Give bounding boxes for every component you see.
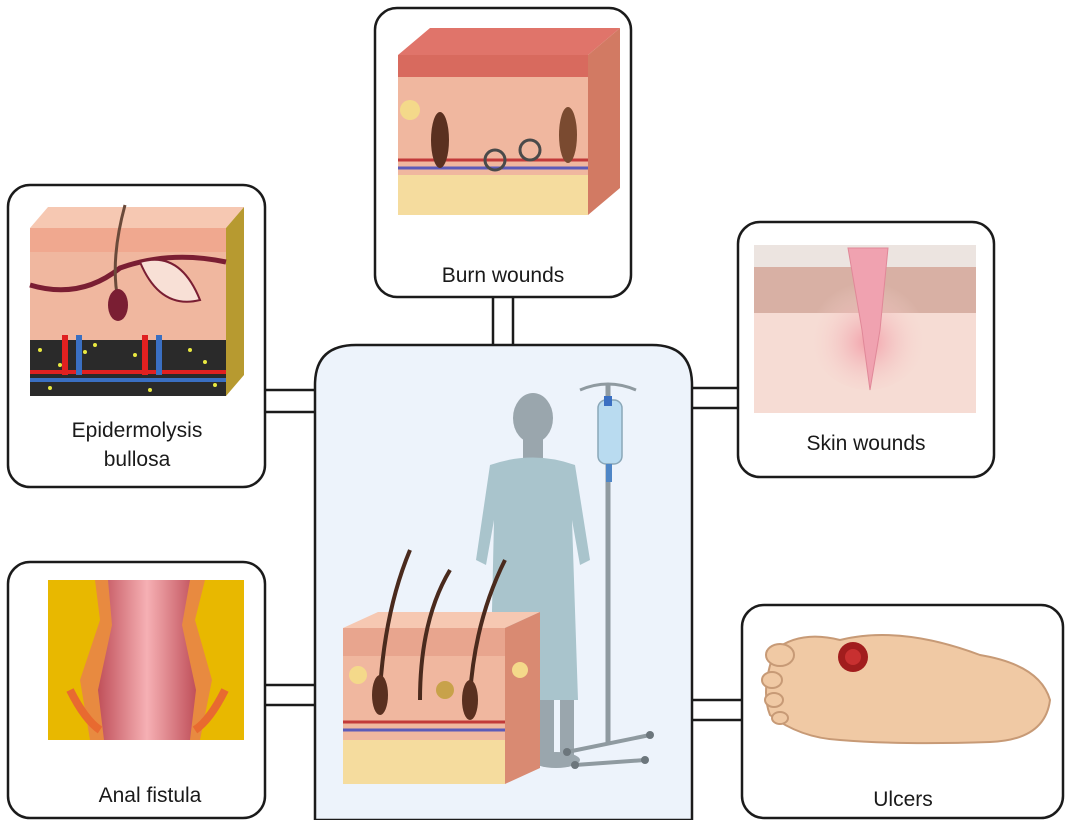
- ulcers-label: Ulcers: [873, 788, 933, 811]
- skin-wounds-panel: Skin wounds: [738, 222, 994, 477]
- eb-skin-illustration: [30, 205, 244, 396]
- skin-wound-illustration: [754, 245, 976, 413]
- ulcers-panel: Ulcers: [742, 605, 1063, 818]
- epidermolysis-bullosa-panel: Epidermolysis bullosa: [8, 185, 265, 487]
- burn-skin-illustration: [398, 28, 620, 215]
- anal-fistula-illustration: [48, 580, 244, 740]
- burn-wounds-panel: Burn wounds: [375, 8, 631, 297]
- eb-label-line2: bullosa: [104, 448, 171, 471]
- anal-fistula-label: Anal fistula: [99, 784, 202, 807]
- burn-wounds-label: Burn wounds: [442, 264, 565, 287]
- central-panel: [315, 345, 692, 820]
- skin-wounds-label: Skin wounds: [806, 432, 925, 455]
- anal-fistula-panel: Anal fistula: [8, 562, 265, 818]
- eb-label-line1: Epidermolysis: [72, 419, 203, 442]
